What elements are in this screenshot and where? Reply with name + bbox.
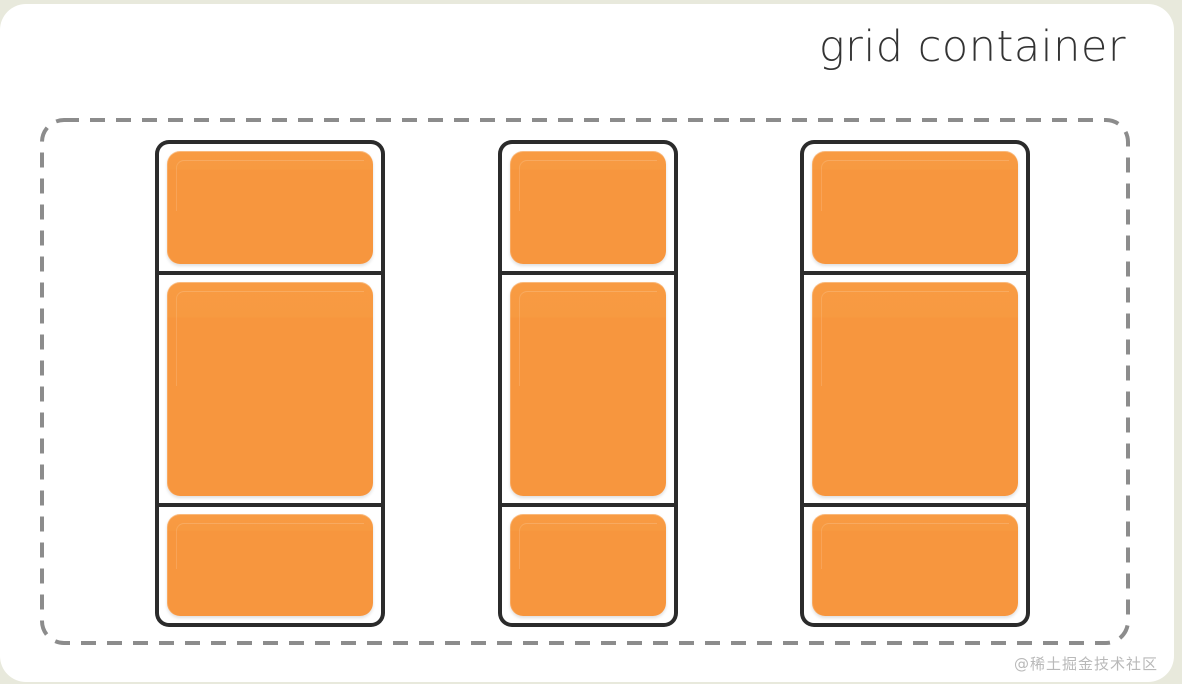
dashed-border-icon	[40, 118, 1130, 645]
grid-cell-1-2[interactable]	[155, 273, 385, 505]
grid-item-3-3[interactable]	[812, 514, 1018, 616]
grid-column-3	[800, 140, 1030, 627]
grid-cell-1-1[interactable]	[155, 140, 385, 273]
grid-item-1-2[interactable]	[167, 282, 373, 496]
grid-column-1	[155, 140, 385, 627]
grid-cell-2-1[interactable]	[498, 140, 678, 273]
grid-item-3-2[interactable]	[812, 282, 1018, 496]
grid-cell-2-2[interactable]	[498, 273, 678, 505]
grid-item-2-3[interactable]	[510, 514, 666, 616]
grid-item-1-3[interactable]	[167, 514, 373, 616]
grid-item-2-2[interactable]	[510, 282, 666, 496]
grid-cell-1-3[interactable]	[155, 505, 385, 627]
grid-item-3-1[interactable]	[812, 151, 1018, 264]
watermark: @稀土掘金技术社区	[1013, 655, 1158, 673]
grid-cell-3-3[interactable]	[800, 505, 1030, 627]
grid-container-outline	[40, 118, 1130, 645]
grid-cell-3-2[interactable]	[800, 273, 1030, 505]
grid-cell-2-3[interactable]	[498, 505, 678, 627]
page-title: grid container	[818, 22, 1126, 72]
grid-item-2-1[interactable]	[510, 151, 666, 264]
grid-column-2	[498, 140, 678, 627]
grid-cell-3-1[interactable]	[800, 140, 1030, 273]
grid-item-1-1[interactable]	[167, 151, 373, 264]
